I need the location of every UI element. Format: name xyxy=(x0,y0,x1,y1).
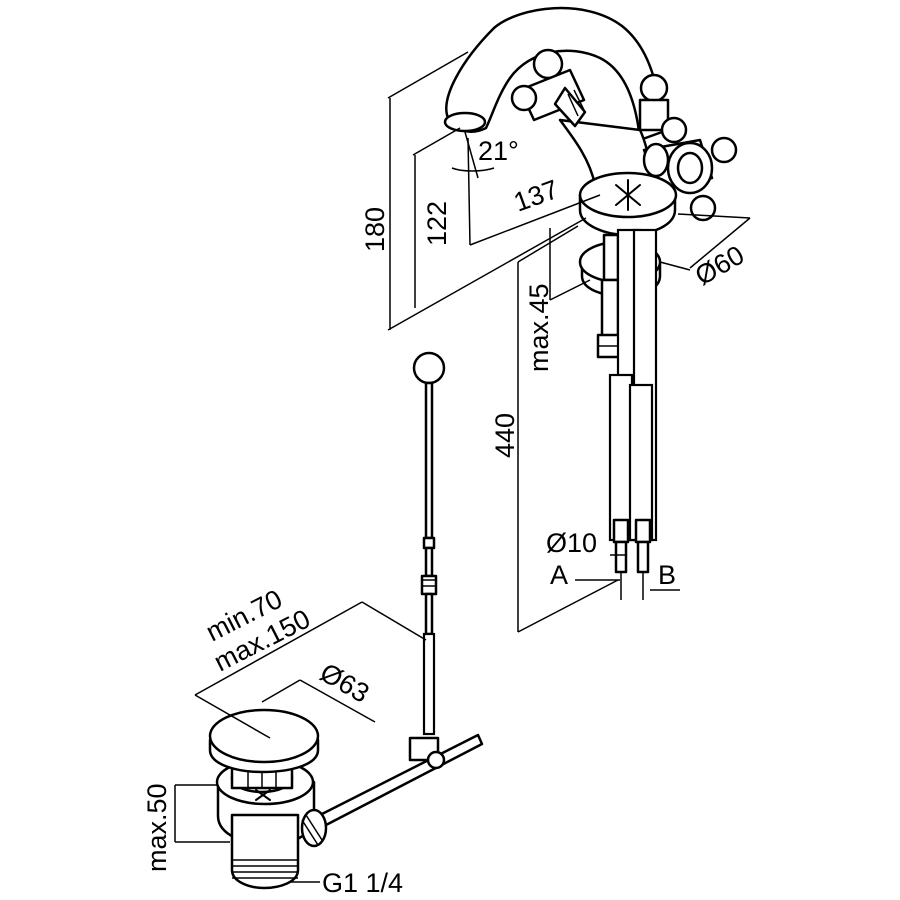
faucet-base xyxy=(578,171,678,237)
label-max-thickness: max.45 xyxy=(524,283,554,372)
popup-lever xyxy=(510,48,587,128)
label-base-diameter: Ø60 xyxy=(690,240,749,292)
label-drain-diameter: Ø63 xyxy=(315,657,374,709)
popup-rod xyxy=(412,351,446,736)
label-port-b: B xyxy=(658,560,676,590)
threaded-stud xyxy=(596,278,624,359)
label-reach: 137 xyxy=(510,174,563,218)
label-hose-length: 440 xyxy=(490,413,520,458)
spout-outlet xyxy=(443,111,487,133)
label-thread: G1 1/4 xyxy=(322,868,403,898)
label-height-total: 180 xyxy=(360,207,390,252)
label-hose-diameter: Ø10 xyxy=(546,528,597,558)
front-cross-handle xyxy=(640,116,738,222)
faucet xyxy=(443,6,738,600)
label-port-a: A xyxy=(550,560,568,590)
label-height-spout: 122 xyxy=(422,201,452,246)
hoses xyxy=(608,228,658,600)
faucet-dimensions xyxy=(387,51,751,633)
rear-cross-handle xyxy=(638,73,670,132)
label-angle: 21° xyxy=(478,136,519,166)
drain-dimensions xyxy=(174,601,427,883)
label-drain-height: max.50 xyxy=(142,783,172,872)
drain xyxy=(208,708,484,890)
